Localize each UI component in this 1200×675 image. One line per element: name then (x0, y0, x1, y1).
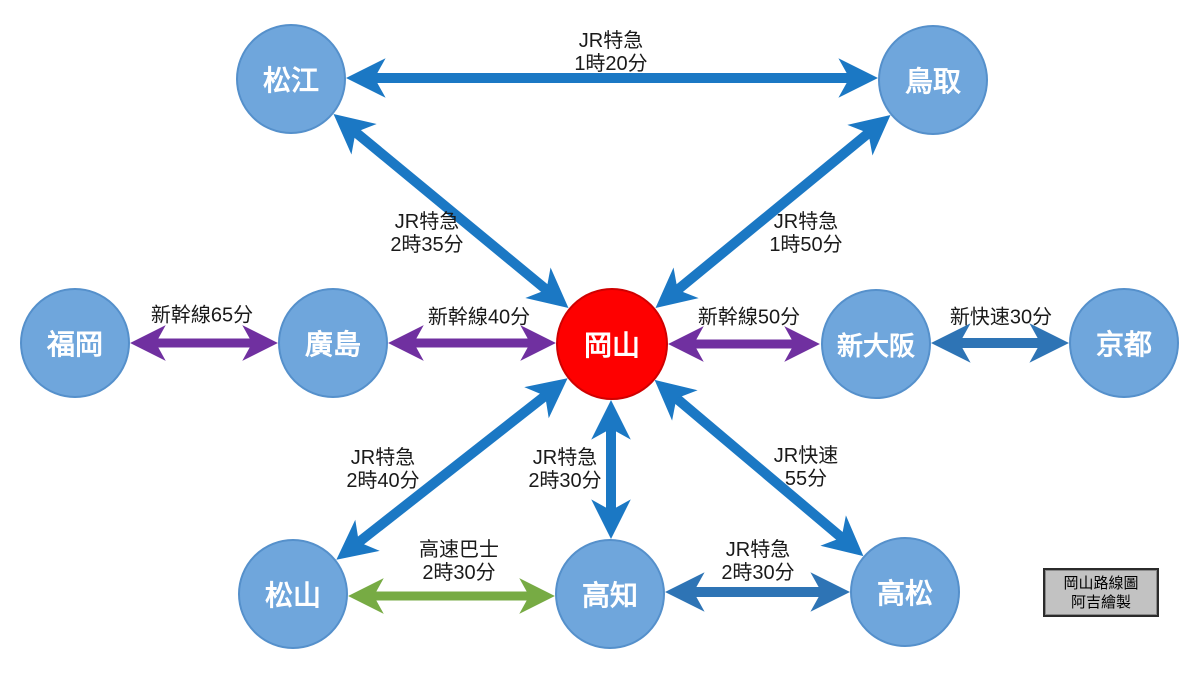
edge-label-line: 2時30分 (528, 470, 602, 492)
node-tottori: 鳥取 (878, 25, 988, 135)
node-kyoto: 京都 (1069, 288, 1179, 398)
edge-label-okayama-matsuyama: JR特急 2時40分 (346, 447, 419, 493)
edge-label-matsue-okayama: JR特急 2時35分 (390, 211, 463, 257)
node-shin-osaka: 新大阪 (821, 289, 931, 399)
node-okayama-hub: 岡山 (556, 288, 668, 400)
credit-author: 阿吉繪製 (1070, 593, 1131, 611)
edge-label-line: 2時40分 (346, 470, 420, 492)
edge-label-line: JR特急 (532, 447, 598, 469)
edge-label-hiroshima-okayama: 新幹線40分 (428, 307, 530, 330)
node-matsuyama: 松山 (238, 539, 348, 649)
edge-label-line: 1時20分 (574, 53, 648, 75)
edge-label-tottori-okayama: JR特急 1時50分 (769, 211, 842, 257)
edge-label-line: JR特急 (350, 447, 416, 469)
credit-box: 岡山路線圖 阿吉繪製 (1043, 568, 1159, 617)
edge-label-matsuyama-kochi: 高速巴士 2時30分 (419, 539, 499, 585)
edge-tottori-okayama-arrow (655, 115, 891, 308)
node-takamatsu: 高松 (850, 537, 960, 647)
edge-label-line: JR特急 (725, 539, 791, 561)
edge-label-line: 2時30分 (422, 562, 496, 584)
edge-label-line: JR特急 (394, 211, 460, 233)
edge-label-matsue-tottori: JR特急 1時20分 (574, 30, 647, 76)
credit-title: 岡山路線圖 (1063, 574, 1139, 592)
edge-label-line: JR特急 (578, 30, 644, 52)
edge-label-okayama-shinosaka: 新幹線50分 (698, 307, 800, 330)
node-fukuoka-label: 福岡 (46, 329, 103, 360)
edge-okayama-matsuyama-arrow (336, 378, 568, 560)
edge-label-fukuoka-hiroshima: 新幹線65分 (151, 305, 253, 328)
node-kyoto-label: 京都 (1095, 329, 1152, 360)
node-hiroshima: 廣島 (278, 288, 388, 398)
edge-label-line: 新快速30分 (949, 306, 1053, 329)
edge-label-line: 高速巴士 (419, 539, 499, 561)
node-okayama-label: 岡山 (583, 330, 640, 361)
node-matsue-label: 松江 (262, 65, 319, 96)
edge-label-line: JR快速 (773, 445, 839, 467)
edge-matsue-okayama-arrow (333, 113, 569, 309)
node-shin-osaka-label: 新大阪 (836, 330, 915, 361)
node-matsuyama-label: 松山 (264, 580, 321, 611)
node-matsue: 松江 (236, 24, 346, 134)
edge-label-shinosaka-kyoto: 新快速30分 (950, 307, 1052, 330)
edge-label-line: 1時50分 (769, 234, 843, 256)
edge-label-okayama-kochi: JR特急 2時30分 (528, 447, 601, 493)
edge-label-line: JR特急 (773, 211, 839, 233)
edge-label-okayama-takamatsu: JR快速 55分 (774, 445, 838, 491)
edge-label-kochi-takamatsu: JR特急 2時30分 (721, 539, 794, 585)
node-takamatsu-label: 高松 (876, 578, 933, 609)
edge-label-line: 新幹線50分 (697, 306, 801, 329)
edge-label-line: 新幹線40分 (427, 306, 531, 329)
edge-label-line: 新幹線65分 (150, 304, 254, 327)
edge-label-line: 2時35分 (390, 234, 464, 256)
edge-okayama-takamatsu-arrow (654, 379, 864, 557)
edge-label-line: 55分 (784, 468, 828, 490)
edge-label-line: 2時30分 (721, 562, 795, 584)
node-tottori-label: 鳥取 (904, 66, 961, 97)
node-fukuoka: 福岡 (20, 288, 130, 398)
node-kochi: 高知 (555, 539, 665, 649)
node-kochi-label: 高知 (581, 580, 638, 611)
node-hiroshima-label: 廣島 (304, 329, 361, 360)
